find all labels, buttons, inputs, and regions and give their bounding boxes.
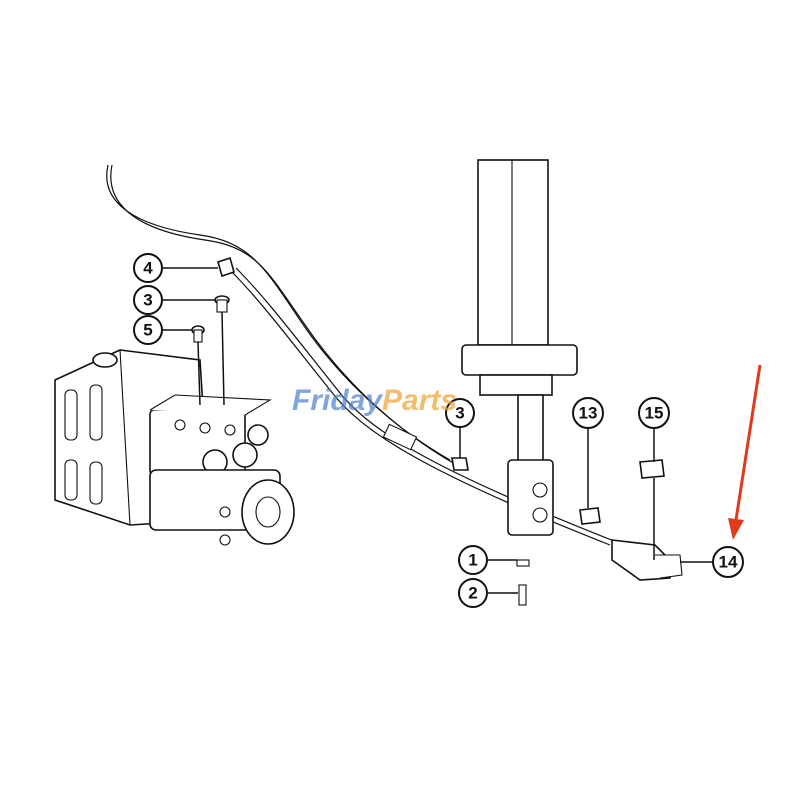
callout-2-label: 2 [468,584,477,603]
watermark: FridayParts [292,384,457,417]
red-arrow-icon [728,364,762,540]
callout-1: 1 [458,545,488,575]
callout-5: 5 [133,315,163,345]
callout-3-mid-label: 3 [455,404,464,423]
callout-4-label: 4 [143,259,153,278]
callout-1-label: 1 [468,551,477,570]
callout-13: 13 [572,397,604,429]
callout-4: 4 [133,253,163,283]
hydraulic-power-unit [54,349,295,546]
watermark-friday: Friday [292,384,383,417]
callout-15-label: 15 [645,404,664,423]
leader-lines [162,267,713,594]
callout-13-label: 13 [579,404,598,423]
callout-3-mid: 3 [445,398,475,428]
callout-14-label: 14 [719,553,738,572]
watermark-parts: Parts [382,384,457,417]
callout-15: 15 [638,397,670,429]
callout-3-top: 3 [133,285,163,315]
callout-3-top-label: 3 [143,291,152,310]
callout-5-label: 5 [143,321,152,340]
side-fittings [451,457,683,606]
hydraulic-hoses [106,164,615,546]
callout-2: 2 [458,578,488,608]
mast-cylinder [461,159,578,536]
callout-14: 14 [712,546,744,578]
